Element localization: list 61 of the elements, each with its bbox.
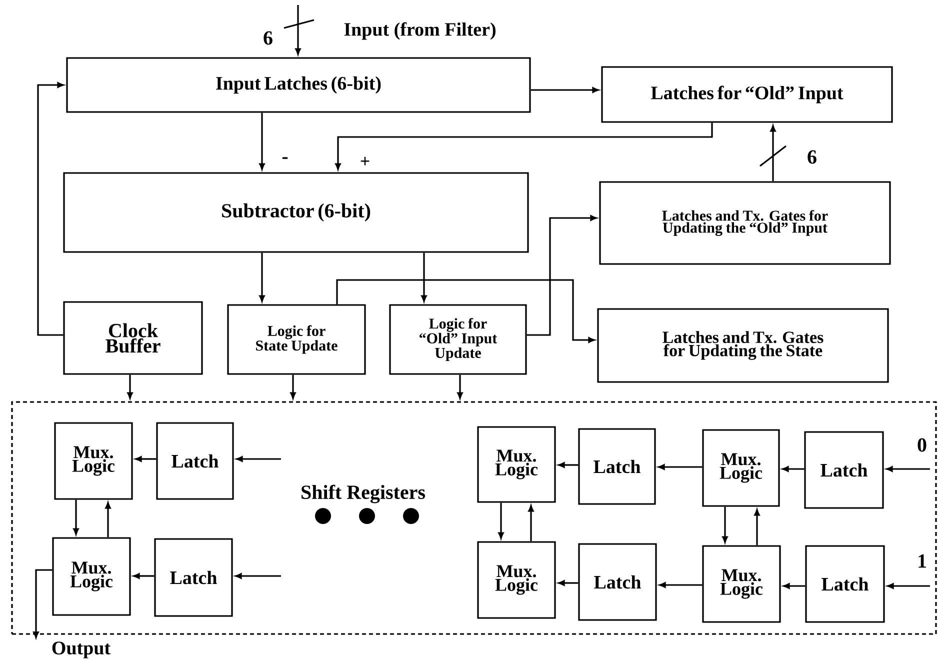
latch-box: Latch	[804, 431, 884, 509]
arrow	[722, 506, 728, 543]
edge-label: -	[280, 156, 290, 164]
arrow	[528, 505, 534, 542]
mux-box: Mux. Logic	[477, 426, 556, 503]
region-label: Shift Registers	[302, 484, 425, 504]
arrow	[498, 502, 504, 539]
block-box: Logic for State Update	[227, 304, 366, 375]
arrow	[295, 5, 301, 55]
arrow	[127, 374, 133, 399]
arrow	[658, 464, 702, 470]
arrow	[259, 112, 265, 170]
arrow	[335, 122, 713, 170]
latch-box: Latch	[578, 428, 656, 505]
mux-box: Mux. Logic	[52, 537, 131, 616]
arrow	[135, 456, 156, 462]
arrow	[105, 502, 111, 538]
latch-box: Latch	[805, 545, 885, 623]
arrow	[290, 374, 296, 399]
arrow	[558, 462, 578, 468]
output-label: Output	[52, 642, 110, 658]
latch-box: Latch	[156, 422, 234, 500]
arrow	[336, 279, 595, 343]
mux-box: Mux. Logic	[702, 545, 781, 623]
input-bit-label: 0	[918, 438, 926, 452]
arrow	[133, 573, 154, 579]
edge-label: +	[358, 156, 372, 168]
arrow	[526, 215, 597, 336]
mux-box: Mux. Logic	[477, 541, 556, 619]
arrow	[236, 456, 281, 462]
arrow	[73, 500, 79, 535]
input-label: Input (from Filter)	[344, 22, 496, 40]
arrow	[886, 466, 930, 472]
block-box: Subtractor (6-bit)	[63, 172, 529, 253]
mux-box: Mux. Logic	[54, 422, 133, 500]
mux-box: Mux. Logic	[702, 429, 780, 507]
arrow	[659, 582, 702, 588]
latch-box: Latch	[154, 538, 233, 617]
block-box: Latches and Tx. Gates for Updating the “Old” Input	[599, 181, 891, 265]
arrow	[887, 583, 930, 589]
arrow	[530, 87, 599, 93]
block-box: Input Latches (6-bit)	[66, 57, 531, 113]
block-box: Logic for “Old” Input Update	[389, 304, 527, 375]
latch-box: Latch	[578, 543, 657, 621]
arrow	[259, 252, 265, 302]
arrow	[235, 573, 281, 579]
arrow	[754, 509, 760, 546]
block-box: Clock Buffer	[63, 301, 203, 375]
arrow	[782, 466, 804, 472]
arrow	[457, 374, 463, 399]
block-box: Latches and Tx. Gates for Updating the State	[597, 308, 889, 383]
input-bit-label: 1	[918, 554, 926, 568]
arrow	[770, 125, 776, 182]
block-box: Latches for “Old” Input	[601, 66, 893, 123]
arrow	[421, 252, 427, 302]
arrow	[33, 569, 52, 638]
arrow	[783, 583, 806, 589]
arrow	[37, 82, 64, 336]
edge-label: 6	[262, 30, 274, 46]
edge-label: 6	[806, 149, 818, 165]
arrow	[558, 580, 578, 586]
